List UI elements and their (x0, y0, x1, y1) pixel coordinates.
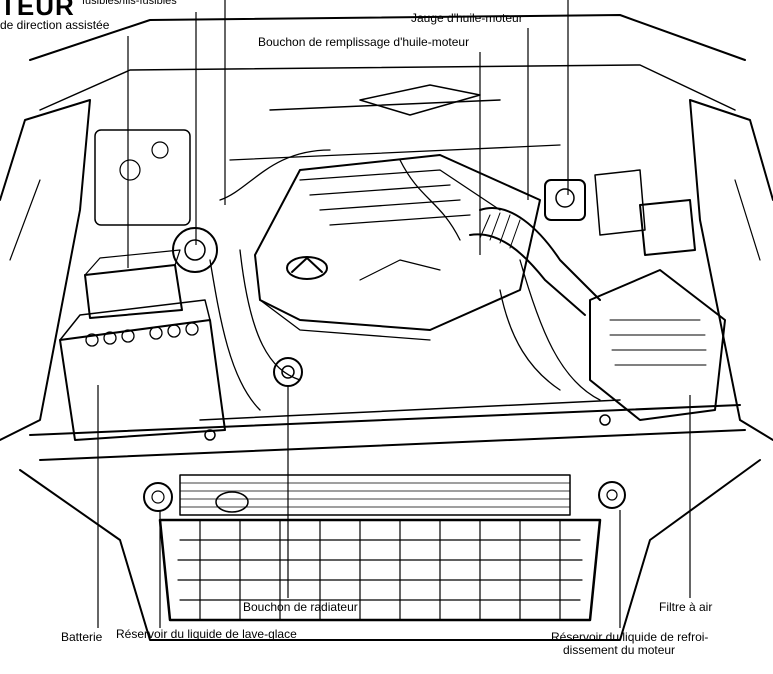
power-steering-reservoir (84, 249, 183, 319)
front-bumper (19, 459, 761, 641)
leader-lines (97, 0, 691, 628)
coolant-reservoir-cap (598, 481, 626, 509)
air-filter-label: Filtre à air (659, 600, 713, 614)
oil-dipstick-label: Jauge d'huile-moteur (411, 11, 523, 25)
fuse-box (94, 129, 191, 226)
horn (215, 491, 249, 513)
air-filter-housing (589, 269, 726, 421)
hood-outline (29, 14, 746, 116)
radiator-core (179, 474, 571, 516)
front-grille (158, 518, 602, 622)
battery (59, 299, 226, 441)
fuse-label: fusibles/fils-fusibles (82, 0, 177, 7)
engine-cover (254, 154, 541, 341)
fuse-area-cap (172, 227, 218, 273)
section-title-fragment: TEUR (0, 0, 75, 21)
hoses-and-wiring (209, 144, 601, 411)
brand-emblem (286, 256, 328, 280)
radiator-support (29, 399, 746, 461)
washer-reservoir-label: Réservoir du liquide de lave-glace (116, 627, 297, 641)
oil-filler-cap-label: Bouchon de remplissage d'huile-moteur (258, 35, 470, 49)
radiator-cap (273, 357, 303, 387)
dipstick-housing (544, 179, 586, 221)
radiator-cap-label: Bouchon de radiateur (243, 600, 358, 614)
power-steering-label: de direction assistée (0, 18, 110, 32)
left-fender (0, 99, 91, 441)
relay-box (594, 169, 696, 256)
coolant-reservoir-label-line1: Réservoir du liquide de refroi- (551, 630, 709, 644)
coolant-reservoir-label-line2: dissement du moteur (563, 643, 676, 657)
right-fender (689, 99, 773, 441)
washer-reservoir-cap (143, 482, 173, 512)
battery-label: Batterie (61, 630, 103, 644)
